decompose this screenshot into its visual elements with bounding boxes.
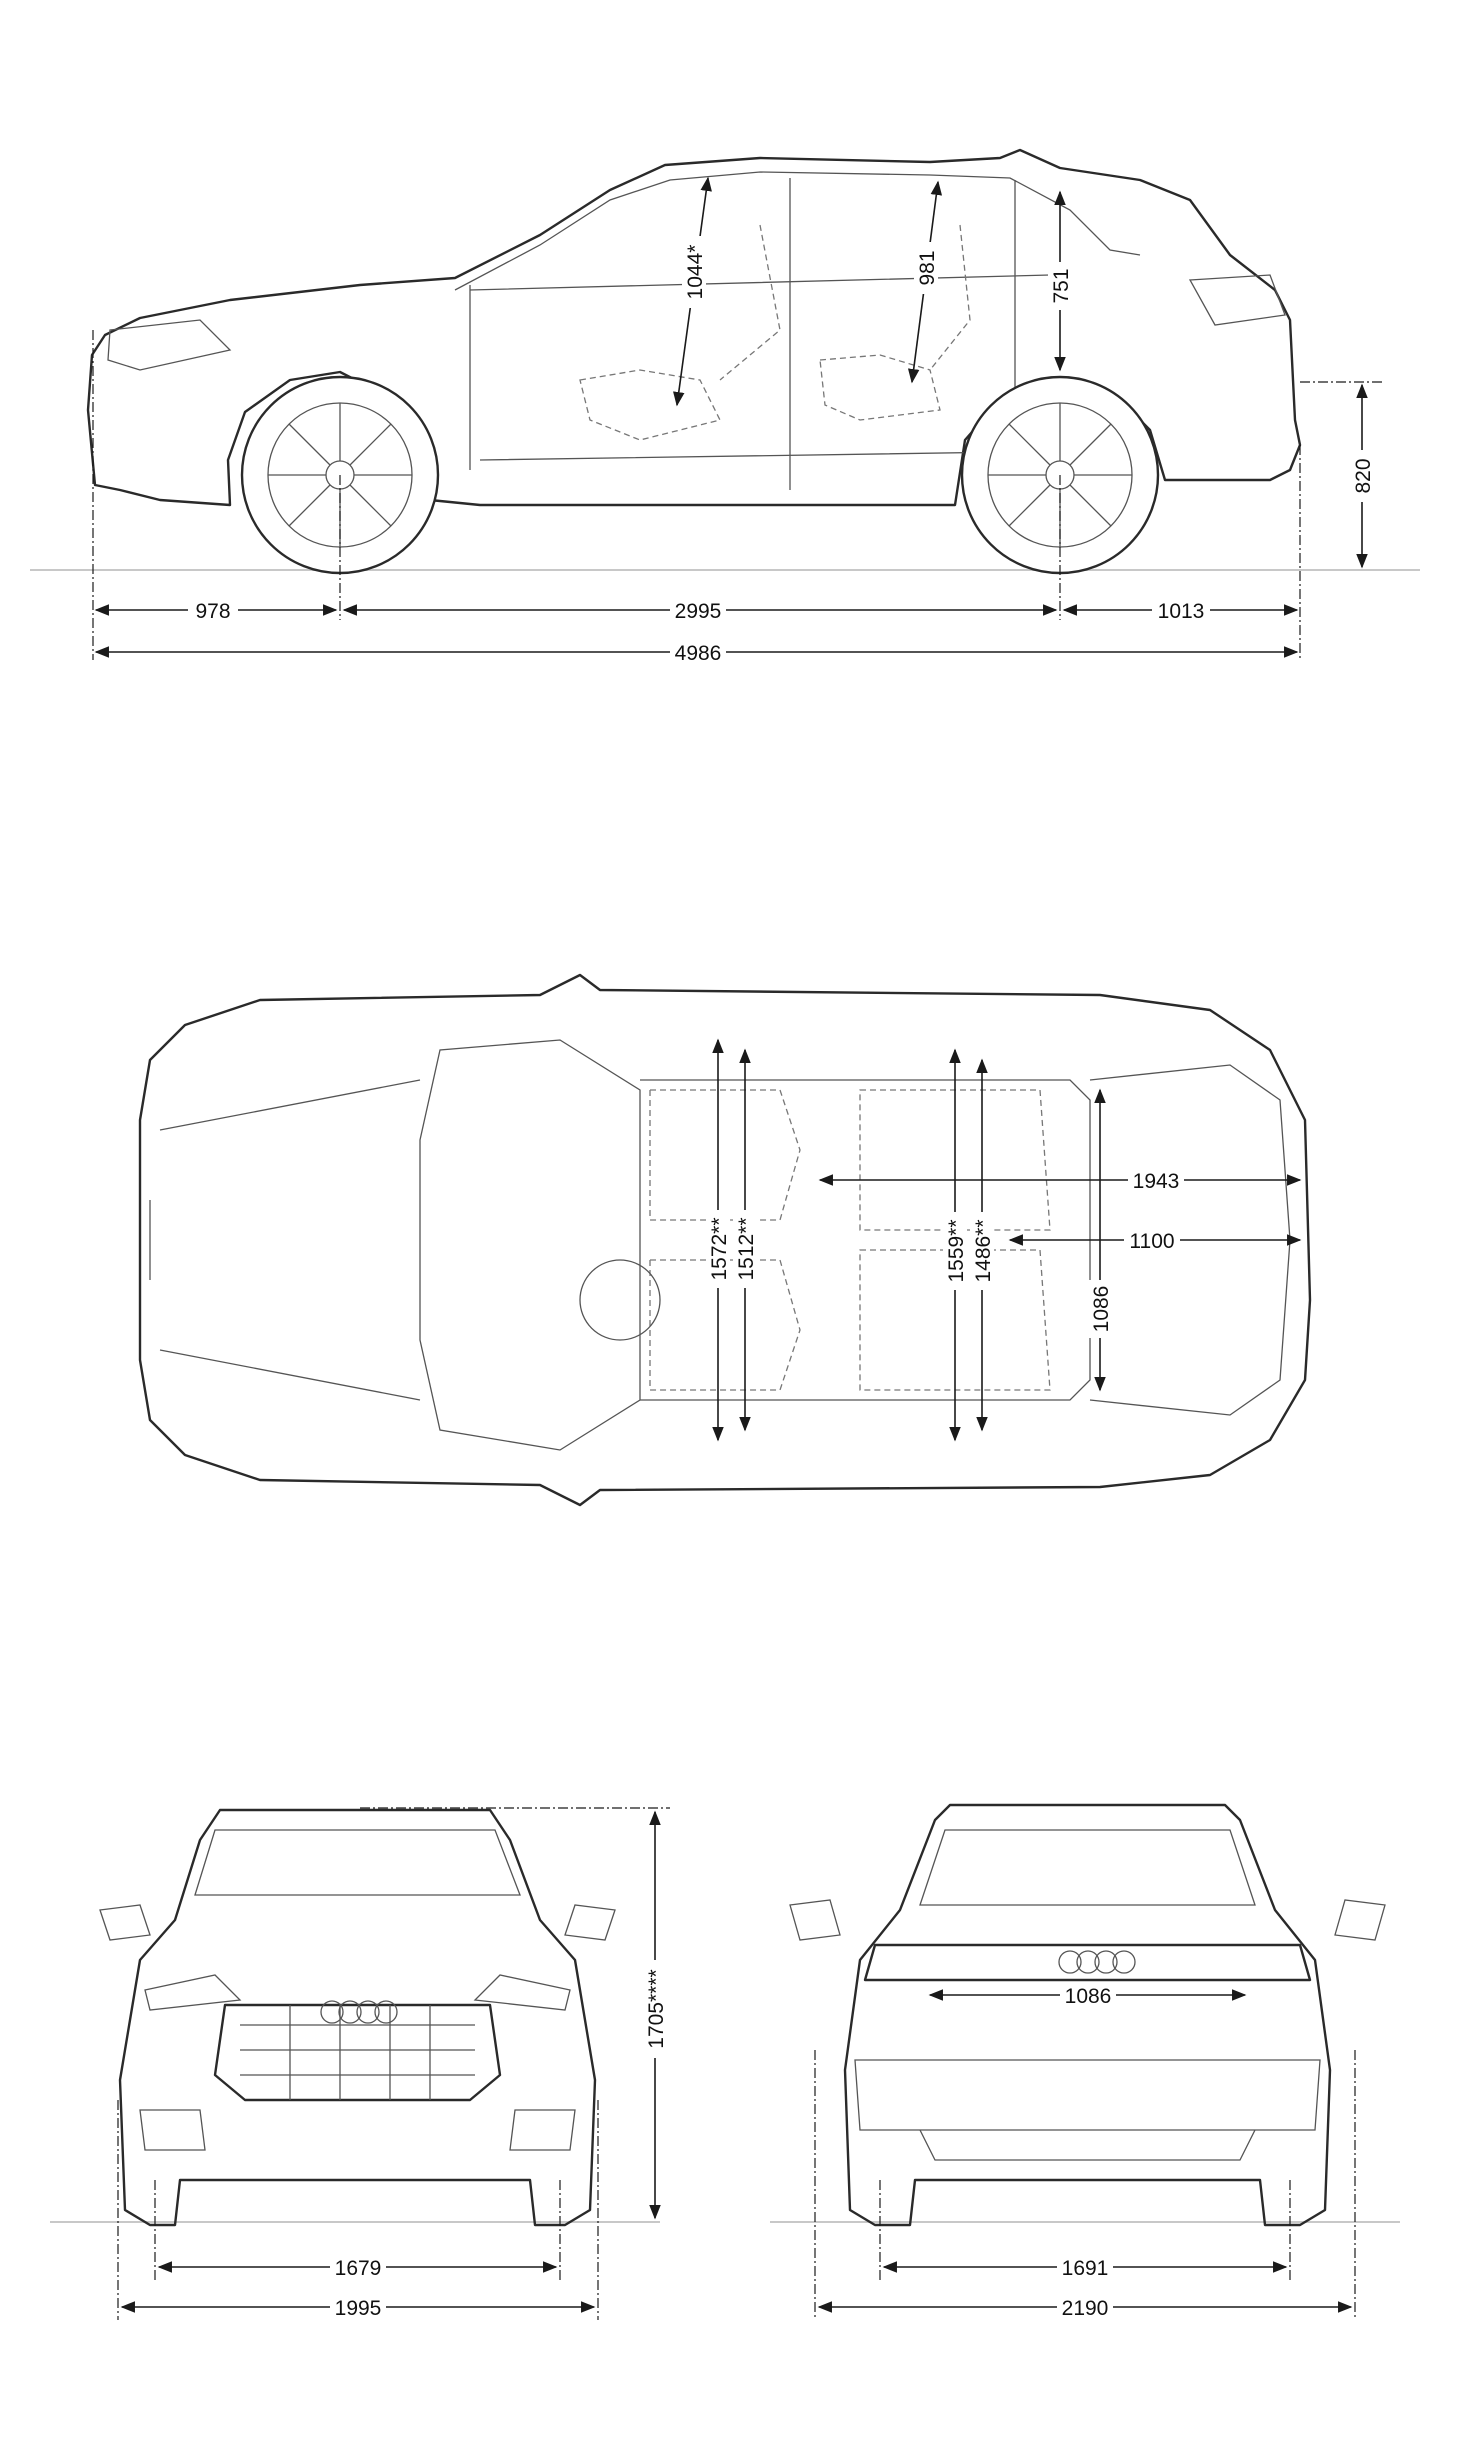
rear-width-1-label: 1559** [945, 1219, 968, 1282]
height-label: 1705**** [645, 1969, 668, 2048]
rear-headroom-label: 981 [916, 250, 939, 285]
front-track-label: 1679 [335, 2257, 382, 2280]
rear-car-body [789, 1803, 1386, 2227]
loading-sill-label: 820 [1352, 458, 1375, 493]
rear-track-label: 1691 [1062, 2257, 1109, 2280]
top-dimension-lines [712, 1038, 1302, 1442]
front-width-2-label: 1512** [735, 1217, 758, 1280]
front-car-body [99, 1808, 616, 2227]
rear-width-2-label: 1486** [972, 1219, 995, 1282]
cargo-length-2-label: 1100 [1129, 1230, 1174, 1253]
top-view: 1572** 1512** 1559** 1486** 1086 1943 11… [138, 973, 1312, 1507]
rear-view: 1086 1691 2190 [770, 1803, 1400, 2320]
tailgate-width-label: 1086 [1065, 1985, 1112, 2008]
cargo-length-label: 1943 [1133, 1170, 1180, 1193]
rear-dimension-labels: 1086 1691 2190 [1057, 1983, 1116, 2320]
body-width-label: 1995 [335, 2297, 382, 2320]
front-view: 1679 1995 1705**** [50, 1807, 670, 2320]
side-view: 978 2995 1013 4986 820 1044* 981 751 [30, 148, 1420, 665]
side-dimension-labels: 978 2995 1013 4986 820 1044* 981 751 [188, 236, 1375, 665]
width-with-mirrors-label: 2190 [1062, 2297, 1109, 2320]
overall-length-label: 4986 [675, 642, 722, 665]
wheelbase-label: 2995 [675, 600, 722, 623]
top-dimension-labels: 1572** 1512** 1559** 1486** 1086 1943 11… [706, 1168, 1184, 1338]
front-dimension-labels: 1679 1995 1705**** [330, 1960, 668, 2320]
rear-overhang-label: 1013 [1158, 600, 1205, 623]
front-width-1-label: 1572** [708, 1217, 731, 1280]
cargo-width-label: 1086 [1090, 1286, 1113, 1333]
cargo-height-label: 751 [1050, 268, 1073, 303]
front-overhang-label: 978 [195, 600, 230, 623]
front-headroom-label: 1044* [684, 245, 707, 300]
front-dimension-lines [117, 1807, 670, 2320]
